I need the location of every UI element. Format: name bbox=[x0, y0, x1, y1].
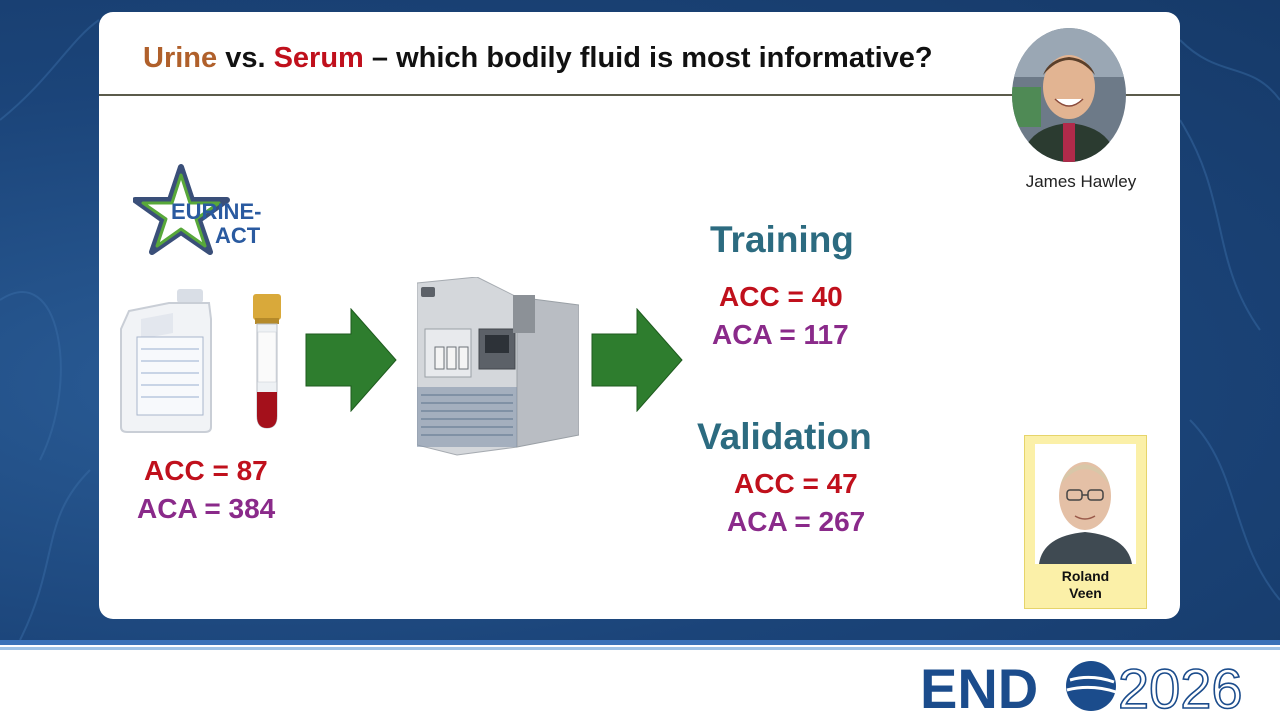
left-acc: ACC = 87 bbox=[144, 455, 268, 486]
slide-card: Urine vs. Serum – which bodily fluid is … bbox=[99, 12, 1180, 619]
logo-line2: ACT bbox=[215, 223, 261, 248]
speaker-photo-roland-veen bbox=[1035, 444, 1136, 564]
footer-bar bbox=[0, 640, 1280, 720]
training-heading: Training bbox=[710, 219, 854, 260]
training-acc: ACC = 40 bbox=[719, 281, 843, 312]
globe-icon bbox=[1066, 661, 1117, 711]
training-aca: ACA = 117 bbox=[712, 319, 849, 350]
validation-aca: ACA = 267 bbox=[727, 506, 866, 537]
title-vs: vs. bbox=[217, 42, 274, 74]
title-divider bbox=[99, 94, 1180, 96]
speaker-name-2: Roland Veen bbox=[1025, 568, 1146, 602]
title-urine: Urine bbox=[143, 42, 218, 74]
eurine-act-logo: EURINE- ACT bbox=[133, 164, 261, 255]
title-rest: – which bodily fluid is most informative… bbox=[363, 42, 933, 74]
left-aca: ACA = 384 bbox=[137, 493, 276, 524]
footer-stripe bbox=[0, 640, 1280, 645]
endo-2026-logo: END 2026 bbox=[920, 656, 1243, 716]
title-serum: Serum bbox=[273, 42, 364, 74]
speaker-photo-james-hawley bbox=[1012, 28, 1126, 162]
slide-title: Urine vs. Serum – which bodily fluid is … bbox=[143, 42, 933, 75]
footer-stripe-light bbox=[0, 647, 1280, 650]
background-pattern bbox=[0, 19, 1280, 640]
speaker-name-2-last: Veen bbox=[1069, 585, 1102, 601]
speaker-portrait-roland-veen: Roland Veen bbox=[1024, 435, 1147, 609]
speaker-name-2-first: Roland bbox=[1061, 568, 1110, 584]
validation-acc: ACC = 47 bbox=[734, 468, 858, 499]
logo-line1: EURINE- bbox=[171, 199, 261, 224]
urine-container-image bbox=[120, 289, 212, 433]
footer-year-text: 2026 bbox=[1118, 657, 1243, 716]
mass-spectrometer-image bbox=[417, 277, 579, 456]
footer-brand-text: END bbox=[920, 657, 1038, 716]
validation-heading: Validation bbox=[697, 416, 872, 457]
speaker-name-1: James Hawley bbox=[1025, 172, 1137, 191]
blood-tube-image bbox=[253, 294, 281, 429]
arrow-right-icon bbox=[305, 308, 397, 412]
arrow-right-icon bbox=[591, 308, 683, 412]
